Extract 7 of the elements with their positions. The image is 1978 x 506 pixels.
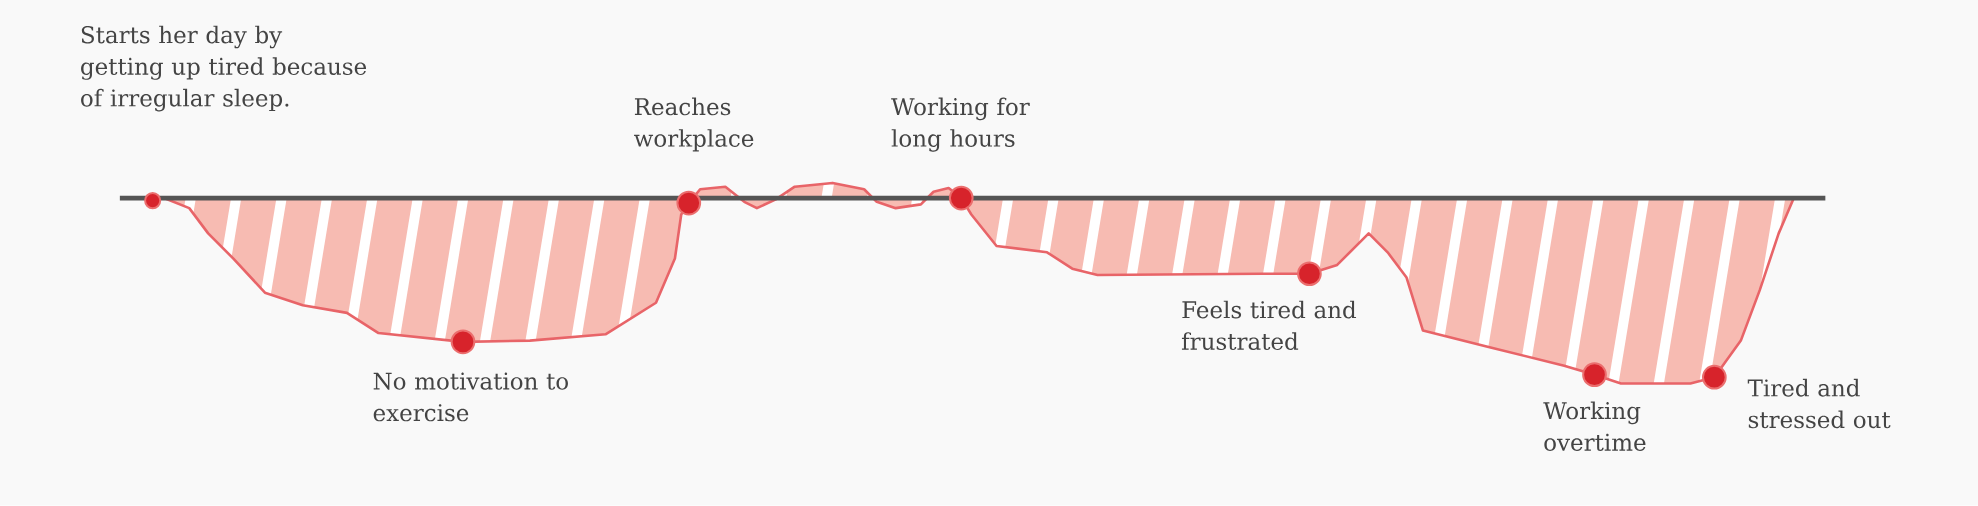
annotation-text: Feels tired and frustrated xyxy=(1181,300,1357,351)
annotation-text: Working for long hours xyxy=(891,97,1030,152)
annotation-text: Tired and stressed out xyxy=(1747,378,1891,429)
annotation-text: Working overtime xyxy=(1543,401,1646,451)
annotation-text: No motivation to exercise xyxy=(373,372,568,422)
annotation-text: Starts her day by getting up tired because of irregular sleep. xyxy=(81,25,367,112)
annotation-text: Reaches workplace xyxy=(634,97,754,152)
